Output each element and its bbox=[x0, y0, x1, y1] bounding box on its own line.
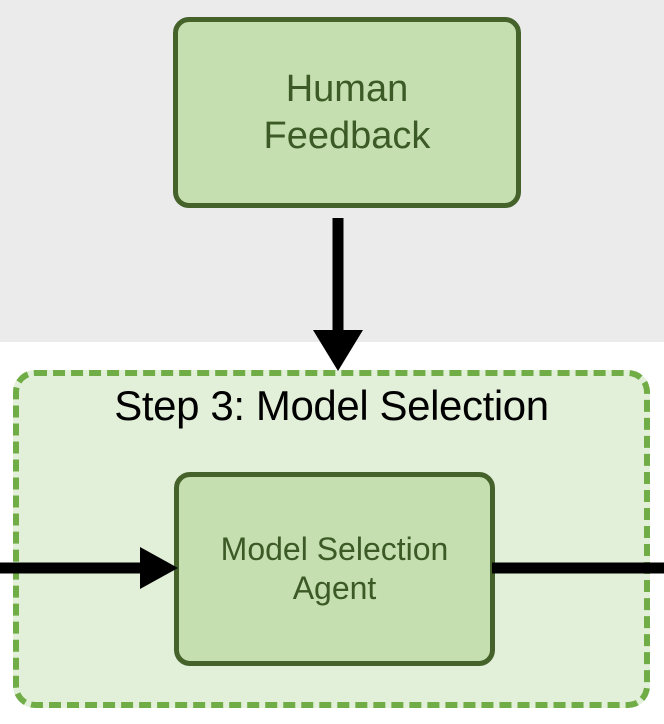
node-model-selection-agent-label: Model Selection Agent bbox=[220, 530, 449, 606]
step-3-title: Step 3: Model Selection bbox=[114, 382, 549, 429]
node-human-feedback-label: Human Feedback bbox=[263, 68, 431, 157]
node-model-selection-agent[interactable]: Model Selection Agent bbox=[174, 472, 495, 666]
node-human-feedback[interactable]: Human Feedback bbox=[173, 17, 521, 208]
